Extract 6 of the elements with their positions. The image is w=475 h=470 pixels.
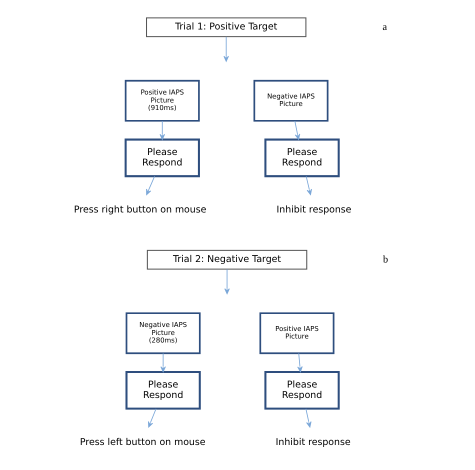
label: a <box>382 22 387 33</box>
node-text: Press right button on mouse <box>74 204 206 216</box>
node-text: Press left button on mouse <box>80 437 206 448</box>
label: b <box>383 254 388 266</box>
node-text: Inhibit response <box>276 437 351 448</box>
node-text: Inhibit response <box>276 204 352 216</box>
